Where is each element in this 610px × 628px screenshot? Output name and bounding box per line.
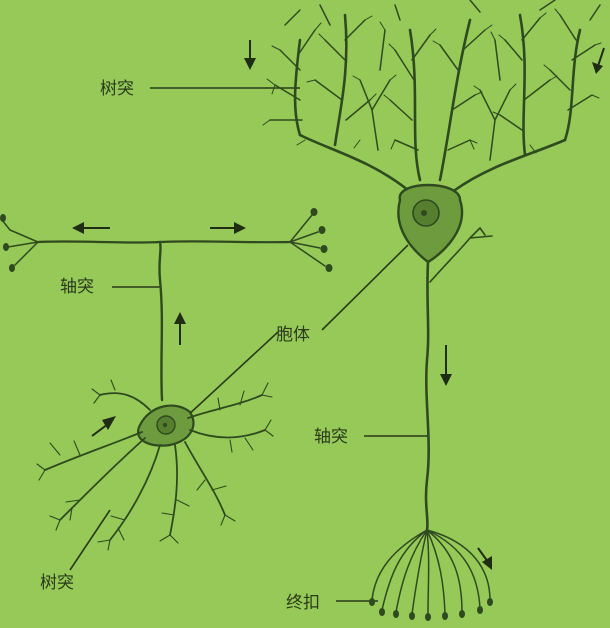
terminal-boutons	[369, 598, 493, 621]
left-axon	[158, 240, 164, 402]
label-dendrite-top: 树突	[100, 79, 134, 99]
label-axon-right: 轴突	[314, 427, 348, 447]
left-neuron	[0, 208, 333, 551]
arrow-left-axon-right	[210, 222, 246, 234]
leader-cellbody-left	[185, 331, 279, 418]
left-boutons-right	[310, 208, 333, 272]
arrow-left-dendrite-in	[91, 416, 116, 437]
left-dendrites	[44, 392, 266, 541]
left-axon-terminals-left	[1, 219, 39, 266]
left-axon-branch-right	[158, 240, 292, 244]
left-dendrite-twigs	[36, 379, 274, 551]
arrow-right-dendrite-down	[244, 40, 256, 70]
direction-arrows	[72, 40, 605, 570]
left-axon-terminals-right	[289, 214, 326, 267]
left-nucleolus	[162, 422, 168, 428]
left-axon-branch-left	[36, 240, 162, 244]
label-terminal-bouton: 终扣	[286, 593, 320, 613]
right-dendrite-trunks	[293, 13, 582, 192]
left-boutons-left	[0, 214, 15, 272]
arrow-terminal-diagonal	[477, 547, 492, 570]
arrow-right-top-diagonal	[592, 47, 605, 74]
leader-cellbody-right	[321, 244, 409, 331]
label-cell-body: 胞体	[276, 325, 310, 345]
right-nucleolus	[421, 210, 427, 216]
leader-dendrite-bottom	[69, 509, 111, 571]
right-dendrite-twigs	[262, 8, 602, 154]
arrow-left-axon-left	[72, 222, 110, 234]
arrow-left-axon-up	[174, 312, 186, 345]
right-neuron	[262, 0, 602, 621]
right-axon-terminals	[371, 529, 491, 616]
right-axon	[424, 260, 430, 532]
right-axon-collateral	[429, 227, 493, 283]
arrow-right-axon-down	[440, 345, 452, 386]
label-dendrite-bottom: 树突	[40, 573, 74, 593]
label-axon-left: 轴突	[60, 277, 94, 297]
right-dendrite-branches	[269, 0, 601, 161]
leader-lines	[69, 87, 428, 602]
